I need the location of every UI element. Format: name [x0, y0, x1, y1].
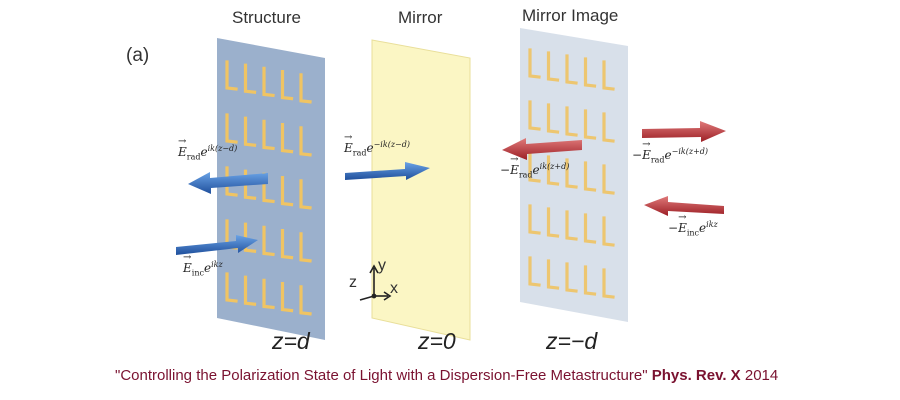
antenna-element — [546, 155, 560, 186]
antenna-element — [546, 207, 560, 238]
antenna-element — [583, 109, 597, 140]
antenna-element — [528, 204, 541, 235]
image-radiated-right-arrow — [642, 121, 726, 142]
antenna-element — [546, 259, 560, 290]
mirror-title: Mirror — [398, 8, 443, 27]
antenna-element — [602, 112, 615, 143]
coordinate-axes — [359, 264, 392, 301]
figure-caption: "Controlling the Polarization State of L… — [115, 367, 778, 384]
mirror-position-label: z=0 — [418, 328, 456, 354]
radiated-left-arrow — [188, 172, 268, 194]
antenna-element — [583, 57, 597, 88]
field-rad-left: Eradeik(z−d) — [178, 136, 237, 161]
field-image-rad-right: −Erade−ik(z+d) — [632, 139, 708, 164]
field-inc: Einceikz — [183, 252, 223, 277]
antenna-element — [546, 103, 560, 134]
antenna-element — [565, 158, 578, 189]
antenna-element — [280, 176, 294, 207]
image-incident-arrow — [644, 196, 724, 216]
antenna-element — [225, 272, 238, 303]
antenna-element — [528, 48, 541, 79]
axis-y-label: y — [378, 257, 386, 274]
image-radiated-left-arrow — [502, 138, 582, 160]
antenna-element — [225, 60, 238, 91]
antenna-element — [299, 126, 312, 157]
structure-title: Structure — [232, 8, 301, 27]
antenna-element — [299, 285, 312, 316]
structure-position-label: z=d — [272, 328, 310, 354]
axis-z-label: z — [349, 274, 357, 291]
antenna-element — [528, 100, 541, 131]
antenna-element — [280, 123, 294, 154]
antenna-element — [299, 73, 312, 104]
antenna-element — [225, 113, 238, 144]
antenna-element — [262, 119, 275, 151]
antenna-element — [243, 116, 257, 147]
antenna-element — [243, 275, 257, 306]
antenna-element — [602, 164, 615, 195]
mirror-image-position-label: z=−d — [546, 328, 598, 354]
field-image-rad-left: −Eradeik(z+d) — [500, 154, 569, 179]
caption-journal: Phys. Rev. X — [651, 367, 741, 384]
antenna-element — [299, 179, 312, 210]
antenna-element — [565, 262, 578, 293]
mirror-image-panel — [520, 28, 628, 322]
antenna-element — [299, 232, 312, 263]
antenna-element — [262, 278, 275, 310]
antenna-element — [583, 213, 597, 244]
antenna-element — [583, 265, 597, 296]
antenna-element — [565, 54, 578, 85]
caption-title: "Controlling the Polarization State of L… — [115, 367, 648, 384]
field-rad-mirror: Erade−ik(z−d) — [344, 132, 410, 157]
antenna-element — [243, 63, 257, 94]
antenna-element — [602, 60, 615, 91]
antenna-element — [280, 229, 294, 260]
antenna-element — [565, 210, 578, 241]
mirror-image-antenna-array — [528, 48, 615, 299]
antenna-element — [528, 256, 541, 287]
antenna-element — [602, 268, 615, 299]
antenna-element — [528, 152, 541, 183]
antenna-element — [280, 70, 294, 101]
antenna-element — [602, 216, 615, 247]
incident-arrow — [176, 235, 258, 255]
structure-panel — [217, 38, 325, 340]
antenna-element — [262, 66, 275, 98]
axis-x-label: x — [390, 280, 398, 297]
caption-year: 2014 — [744, 367, 779, 384]
mirror-image-title: Mirror Image — [522, 6, 619, 25]
mirror-radiated-arrow — [345, 162, 430, 180]
antenna-element — [583, 161, 597, 192]
antenna-element — [243, 222, 257, 253]
antenna-element — [280, 282, 294, 313]
antenna-element — [565, 106, 578, 137]
mirror-panel — [371, 39, 471, 341]
antenna-element — [262, 225, 275, 257]
antenna-element — [546, 51, 560, 82]
panel-label: (a) — [126, 45, 150, 66]
structure-antenna-array — [225, 60, 312, 316]
field-image-inc: −Einceikz — [668, 212, 718, 237]
